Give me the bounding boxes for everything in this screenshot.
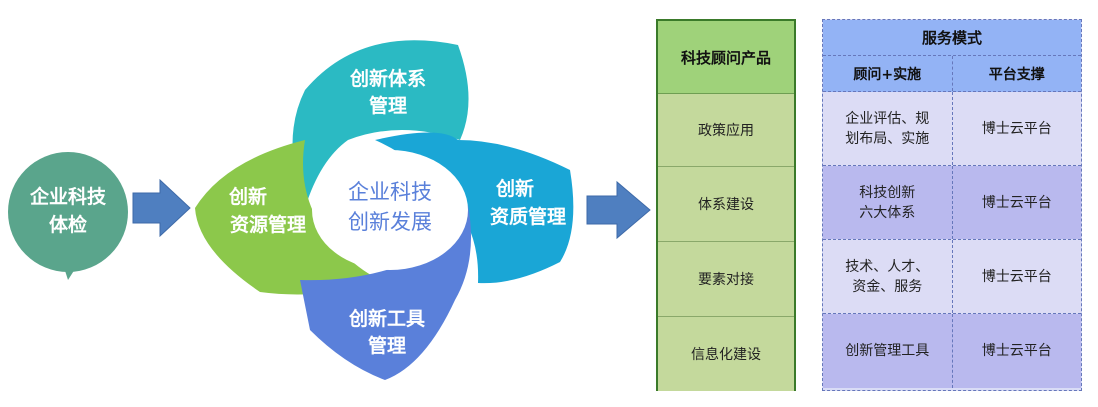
platform-text: 博士云平台 bbox=[981, 194, 1052, 211]
product-item: 信息化建设 bbox=[658, 316, 794, 391]
petal-top-line2: 管理 bbox=[369, 94, 407, 117]
platform-text: 博士云平台 bbox=[981, 268, 1052, 285]
service-row: 科技创新 六大体系 博士云平台 bbox=[823, 166, 1081, 240]
platform-cell: 博士云平台 bbox=[952, 92, 1081, 165]
product-item: 体系建设 bbox=[658, 166, 794, 241]
bubble-text-line2: 体检 bbox=[49, 213, 87, 236]
center-line1: 企业科技 bbox=[348, 180, 432, 204]
col-platform: 平台支撑 bbox=[988, 66, 1045, 83]
product-item: 要素对接 bbox=[658, 241, 794, 316]
platform-cell: 博士云平台 bbox=[952, 240, 1081, 313]
platform-text: 博士云平台 bbox=[981, 343, 1052, 359]
petal-left-line2: 资源管理 bbox=[230, 213, 306, 236]
advisory-products-column: 科技顾问产品 政策应用 体系建设 要素对接 信息化建设 bbox=[656, 19, 796, 391]
petal-bottom-line2: 管理 bbox=[368, 334, 406, 357]
service-row: 企业评估、规 划布局、实施 博士云平台 bbox=[823, 92, 1081, 166]
product-item: 政策应用 bbox=[658, 94, 794, 166]
bubble-circle bbox=[8, 152, 128, 272]
petal-bottom bbox=[300, 205, 472, 380]
petal-left bbox=[195, 140, 385, 295]
center-line2: 创新发展 bbox=[348, 210, 432, 234]
products-header: 科技顾问产品 bbox=[658, 21, 794, 94]
petal-right-line2: 资质管理 bbox=[490, 205, 566, 228]
advisory-text: 创新管理工具 bbox=[845, 343, 930, 359]
service-row: 创新管理工具 博士云平台 bbox=[823, 314, 1081, 388]
platform-text: 博士云平台 bbox=[981, 120, 1052, 137]
petal-left-line1: 创新 bbox=[228, 185, 267, 208]
petal-top bbox=[292, 40, 469, 209]
health-check-bubble: 企业科技 体检 bbox=[8, 152, 128, 280]
service-model-table: 服务模式 顾问+实施 平台支撑 企业评估、规 划布局、实施 博士云平台 科技创新… bbox=[822, 19, 1082, 391]
petal-top-line1: 创新体系 bbox=[349, 67, 426, 90]
platform-cell: 博士云平台 bbox=[952, 166, 1081, 239]
service-row: 技术、人才、 资金、服务 博士云平台 bbox=[823, 240, 1081, 314]
petal-bottom-line1: 创新工具 bbox=[348, 307, 425, 330]
advisory-cell: 企业评估、规 划布局、实施 bbox=[823, 92, 953, 165]
advisory-cell: 技术、人才、 资金、服务 bbox=[823, 240, 953, 313]
arrow-right-icon bbox=[586, 180, 651, 240]
advisory-cell: 科技创新 六大体系 bbox=[823, 166, 953, 239]
center-lens bbox=[312, 150, 468, 270]
bubble-text-line1: 企业科技 bbox=[29, 185, 107, 208]
platform-cell: 博士云平台 bbox=[952, 314, 1081, 388]
advisory-cell: 创新管理工具 bbox=[823, 314, 953, 388]
advisory-text: 技术、人才、 资金、服务 bbox=[845, 258, 930, 295]
advisory-text: 科技创新 六大体系 bbox=[859, 184, 916, 221]
arrow-right-icon bbox=[132, 178, 191, 238]
advisory-text: 企业评估、规 划布局、实施 bbox=[845, 110, 930, 147]
service-columns: 顾问+实施 平台支撑 bbox=[823, 56, 1081, 92]
petal-right-line1: 创新 bbox=[495, 177, 534, 200]
service-title: 服务模式 bbox=[823, 20, 1081, 56]
col-advisory: 顾问+实施 bbox=[823, 56, 953, 91]
